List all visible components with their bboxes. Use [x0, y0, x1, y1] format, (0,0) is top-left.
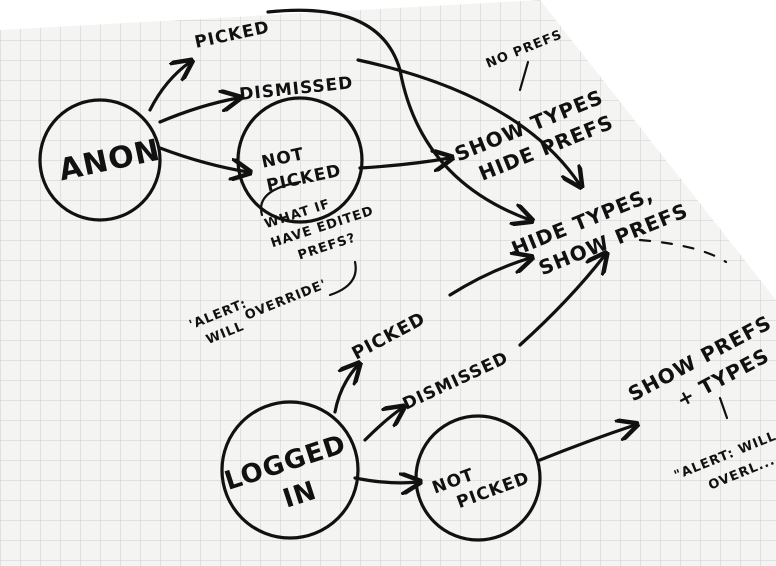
arrow-not-picked-to-show-prefs-types	[538, 425, 635, 462]
arrow-not-picked-to-show-types	[358, 158, 450, 168]
arrow-loggedin-to-dismissed	[363, 408, 402, 442]
edited-prefs-bracket	[259, 180, 302, 217]
edited-prefs-pointer	[328, 260, 357, 297]
arrow-loggedin-to-not-picked	[353, 478, 418, 483]
dashed-trail	[638, 238, 728, 264]
arrow-anon-to-dismissed	[158, 98, 238, 124]
no-prefs-pointer	[518, 60, 530, 92]
arrow-loggedin-to-picked	[333, 365, 358, 414]
arrow-dismissed-to-hide-types	[356, 58, 580, 185]
arrow-anon-to-picked	[148, 62, 190, 112]
arrow-loggedin-picked-to-show-prefs	[448, 258, 530, 297]
show-prefs-types-tick	[718, 396, 729, 420]
arrow-loggedin-dismissed-to-show-prefs	[518, 255, 605, 347]
